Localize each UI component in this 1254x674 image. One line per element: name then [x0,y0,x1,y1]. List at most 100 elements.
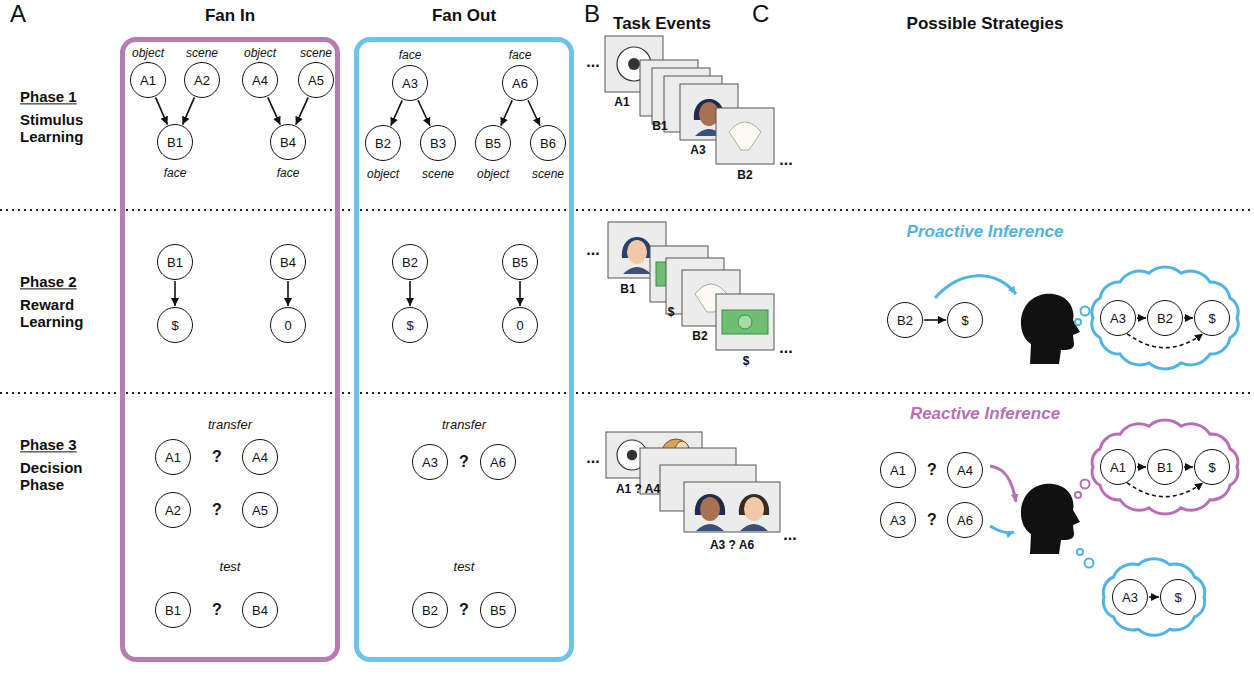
event-circle: B1 [155,592,191,628]
text-label: B2 [737,169,752,183]
node-label: A6 [490,455,506,470]
text-label: face [164,167,187,181]
event-circle: B1 [157,244,193,280]
node-label: A3 [1122,590,1138,605]
text-label: Reactive Inference [910,404,1060,424]
strategy-arrow [935,276,1016,298]
text-label: B [584,0,600,28]
event-circle: B2 [365,125,401,161]
money-seal [738,315,752,329]
node-label: B1 [1157,460,1173,475]
thought-bubble [1077,549,1083,555]
thought-bubble [1081,307,1090,316]
event-circle: $ [392,307,428,343]
group-panel: Fan OutA3A6B2B3B5B6B2B5$0A3A6B2B5 [354,37,574,662]
thought-bubble [1085,559,1094,568]
strategy-arrow [990,526,1014,533]
node-label: A3 [422,455,438,470]
node-label: A1 [165,450,181,465]
event-circle: A2 [155,492,191,528]
text-label: object [244,47,276,61]
edge-arrow [183,97,195,124]
node-label: $ [961,313,968,328]
text-label: ? [212,601,222,619]
money-icon [722,310,768,334]
text-label: B1 [652,120,667,134]
node-label: B1 [167,255,183,270]
text-label: scene [186,47,218,61]
text-label: object [477,168,509,182]
event-circle: A4 [242,439,278,475]
thought-cloud [1092,420,1238,514]
node-label: $ [1174,590,1181,605]
event-circle: A1 [1100,449,1136,485]
edge-arrow [391,100,402,125]
group-panel: Fan InA1A2A4A5B1B4B1B4$0A1A4A2A5B1B4 [120,37,340,662]
thought-cloud [1092,267,1238,369]
event-circle: A1 [155,439,191,475]
node-label: $ [171,318,178,333]
node-label: A5 [308,73,324,88]
event-circle: A3 [1100,300,1136,336]
edge-arrow [418,100,430,126]
node-label: B4 [280,255,296,270]
text-label: A [10,0,26,28]
text-label: scene [300,47,332,61]
text-label: Possible Strategies [907,14,1064,34]
event-circle: $ [947,302,983,338]
text-label: $ [743,355,750,369]
text-label: Proactive Inference [907,222,1064,242]
event-circle: A3 [880,502,916,538]
event-circle: A5 [242,492,278,528]
node-label: 0 [284,318,291,333]
text-label: transfer [208,418,252,433]
edge-arrow [287,281,289,306]
node-label: A2 [194,73,210,88]
node-label: A3 [890,513,906,528]
card-frame [716,294,774,350]
node-label: B4 [252,603,268,618]
event-circle: A5 [298,62,334,98]
event-circle: A4 [947,452,983,488]
text-label: ? [212,501,222,519]
edge-arrow [519,281,521,306]
event-circle: $ [1194,300,1230,336]
node-label: A4 [252,450,268,465]
text-label: A1 [614,96,629,110]
event-circle: B5 [480,592,516,628]
event-circle: 0 [502,307,538,343]
node-label: B1 [167,135,183,150]
event-circle: B1 [157,124,193,160]
event-circle: B3 [420,125,456,161]
event-circle: B1 [1147,449,1183,485]
edge-arrow [501,100,512,125]
node-label: B5 [490,603,506,618]
node-label: A3 [1110,311,1126,326]
event-circle: B2 [887,302,923,338]
ball-patch [627,450,638,461]
text-label: A3 ? A6 [710,539,754,553]
text-label: Reward Learning [20,296,120,331]
phase-separator [0,209,1254,211]
text-label: object [132,47,164,61]
event-circle: A1 [130,62,166,98]
text-label: Decision Phase [20,459,120,494]
shoulders [740,524,768,531]
event-circle: B6 [530,125,566,161]
text-label: object [367,168,399,182]
node-label: B6 [540,136,556,151]
text-label: ... [783,526,796,544]
text-label: scene [422,168,454,182]
text-label: ... [586,53,599,71]
text-label: test [220,560,241,575]
node-label: A4 [252,73,268,88]
panel-heading: Fan In [125,6,335,26]
node-label: B2 [1157,311,1173,326]
node-label: 0 [516,318,523,333]
card-frame [684,482,780,532]
text-label: face [399,49,422,63]
event-card [716,108,774,164]
event-circle: A4 [242,62,278,98]
event-circle: $ [157,307,193,343]
node-label: B2 [402,255,418,270]
